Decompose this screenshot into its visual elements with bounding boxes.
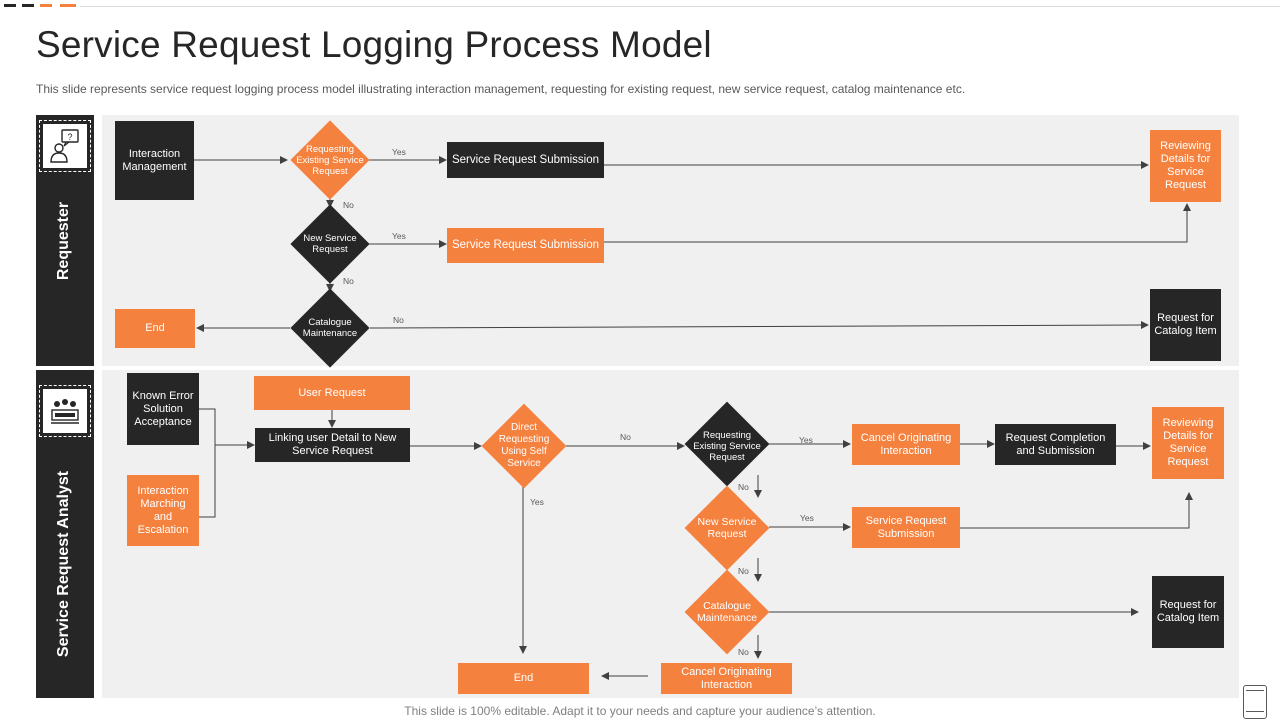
requester-lane <box>102 115 1239 366</box>
service-request-submission-box-3: Service Request Submission <box>852 507 960 548</box>
cancel-originating-box: Cancel Originating Interaction <box>852 424 960 465</box>
analyst-desk-icon <box>51 399 79 424</box>
service-request-submission-box: Service Request Submission <box>447 142 604 178</box>
tablet-icon <box>1243 685 1267 719</box>
arrow-submission2-to-review <box>604 203 1191 243</box>
no-label-existing: No <box>738 482 749 492</box>
yes-label-existing: Yes <box>799 435 813 445</box>
no-label-2: No <box>343 276 354 286</box>
direct-requesting-label: Direct Requesting Using Self Service <box>498 422 550 469</box>
person-question-icon: ? <box>50 129 79 163</box>
new-service-label-2: New Service Request <box>697 515 757 541</box>
existing-request-label: Requesting Existing Service Request <box>693 429 761 463</box>
top-accent-orange <box>40 4 52 7</box>
catalogue-label-2: Catalogue Maintenance <box>696 599 758 625</box>
new-service-label: New Service Request <box>303 233 357 255</box>
reviewing-details-box: Reviewing Details for Service Request <box>1150 130 1221 202</box>
top-accent-dark-2 <box>22 4 34 7</box>
user-request-box: User Request <box>254 376 410 410</box>
cancel-originating-box-2: Cancel Originating Interaction <box>661 663 792 694</box>
yes-label-new: Yes <box>800 513 814 523</box>
footer-note: This slide is 100% editable. Adapt it to… <box>404 704 876 718</box>
no-label-new: No <box>738 566 749 576</box>
interaction-marching-box: Interaction Marching and Escalation <box>127 475 199 546</box>
service-request-submission-box-2: Service Request Submission <box>447 228 604 263</box>
catalogue-label: Catalogue Maintenance <box>302 317 358 339</box>
request-completion-box: Request Completion and Submission <box>995 424 1116 465</box>
yes-label-direct: Yes <box>530 497 544 507</box>
interaction-management-box: Interaction Management <box>115 121 194 200</box>
no-label: No <box>343 200 354 210</box>
no-label-direct: No <box>620 432 631 442</box>
request-catalog-item-box-2: Request for Catalog Item <box>1152 576 1224 648</box>
reviewing-details-box-2: Reviewing Details for Service Request <box>1152 407 1224 479</box>
analyst-icon-frame <box>39 385 91 437</box>
end-box-2: End <box>458 663 589 694</box>
known-error-box: Known Error Solution Acceptance <box>127 373 199 445</box>
requester-icon-frame: ? <box>39 120 91 172</box>
top-accent-orange-2 <box>60 4 76 7</box>
linking-user-detail-box: Linking user Detail to New Service Reque… <box>255 428 410 462</box>
page-title: Service Request Logging Process Model <box>36 24 712 65</box>
yes-label-2: Yes <box>392 231 406 241</box>
top-divider-line <box>80 6 1280 7</box>
no-label-3: No <box>393 315 404 325</box>
page-subtitle: This slide represents service request lo… <box>36 82 966 96</box>
svg-text:?: ? <box>67 132 72 142</box>
yes-label: Yes <box>392 147 406 157</box>
requesting-existing-label: Requesting Existing Service Request <box>296 143 364 177</box>
arrow-catalogue-no <box>369 321 1149 330</box>
end-box: End <box>115 309 195 348</box>
bracket-known-error <box>199 408 216 518</box>
request-catalog-item-box: Request for Catalog Item <box>1150 289 1221 361</box>
top-accent-dark <box>4 4 16 7</box>
no-label-catalogue: No <box>738 647 749 657</box>
arrow-submission-to-review-2 <box>960 492 1193 529</box>
